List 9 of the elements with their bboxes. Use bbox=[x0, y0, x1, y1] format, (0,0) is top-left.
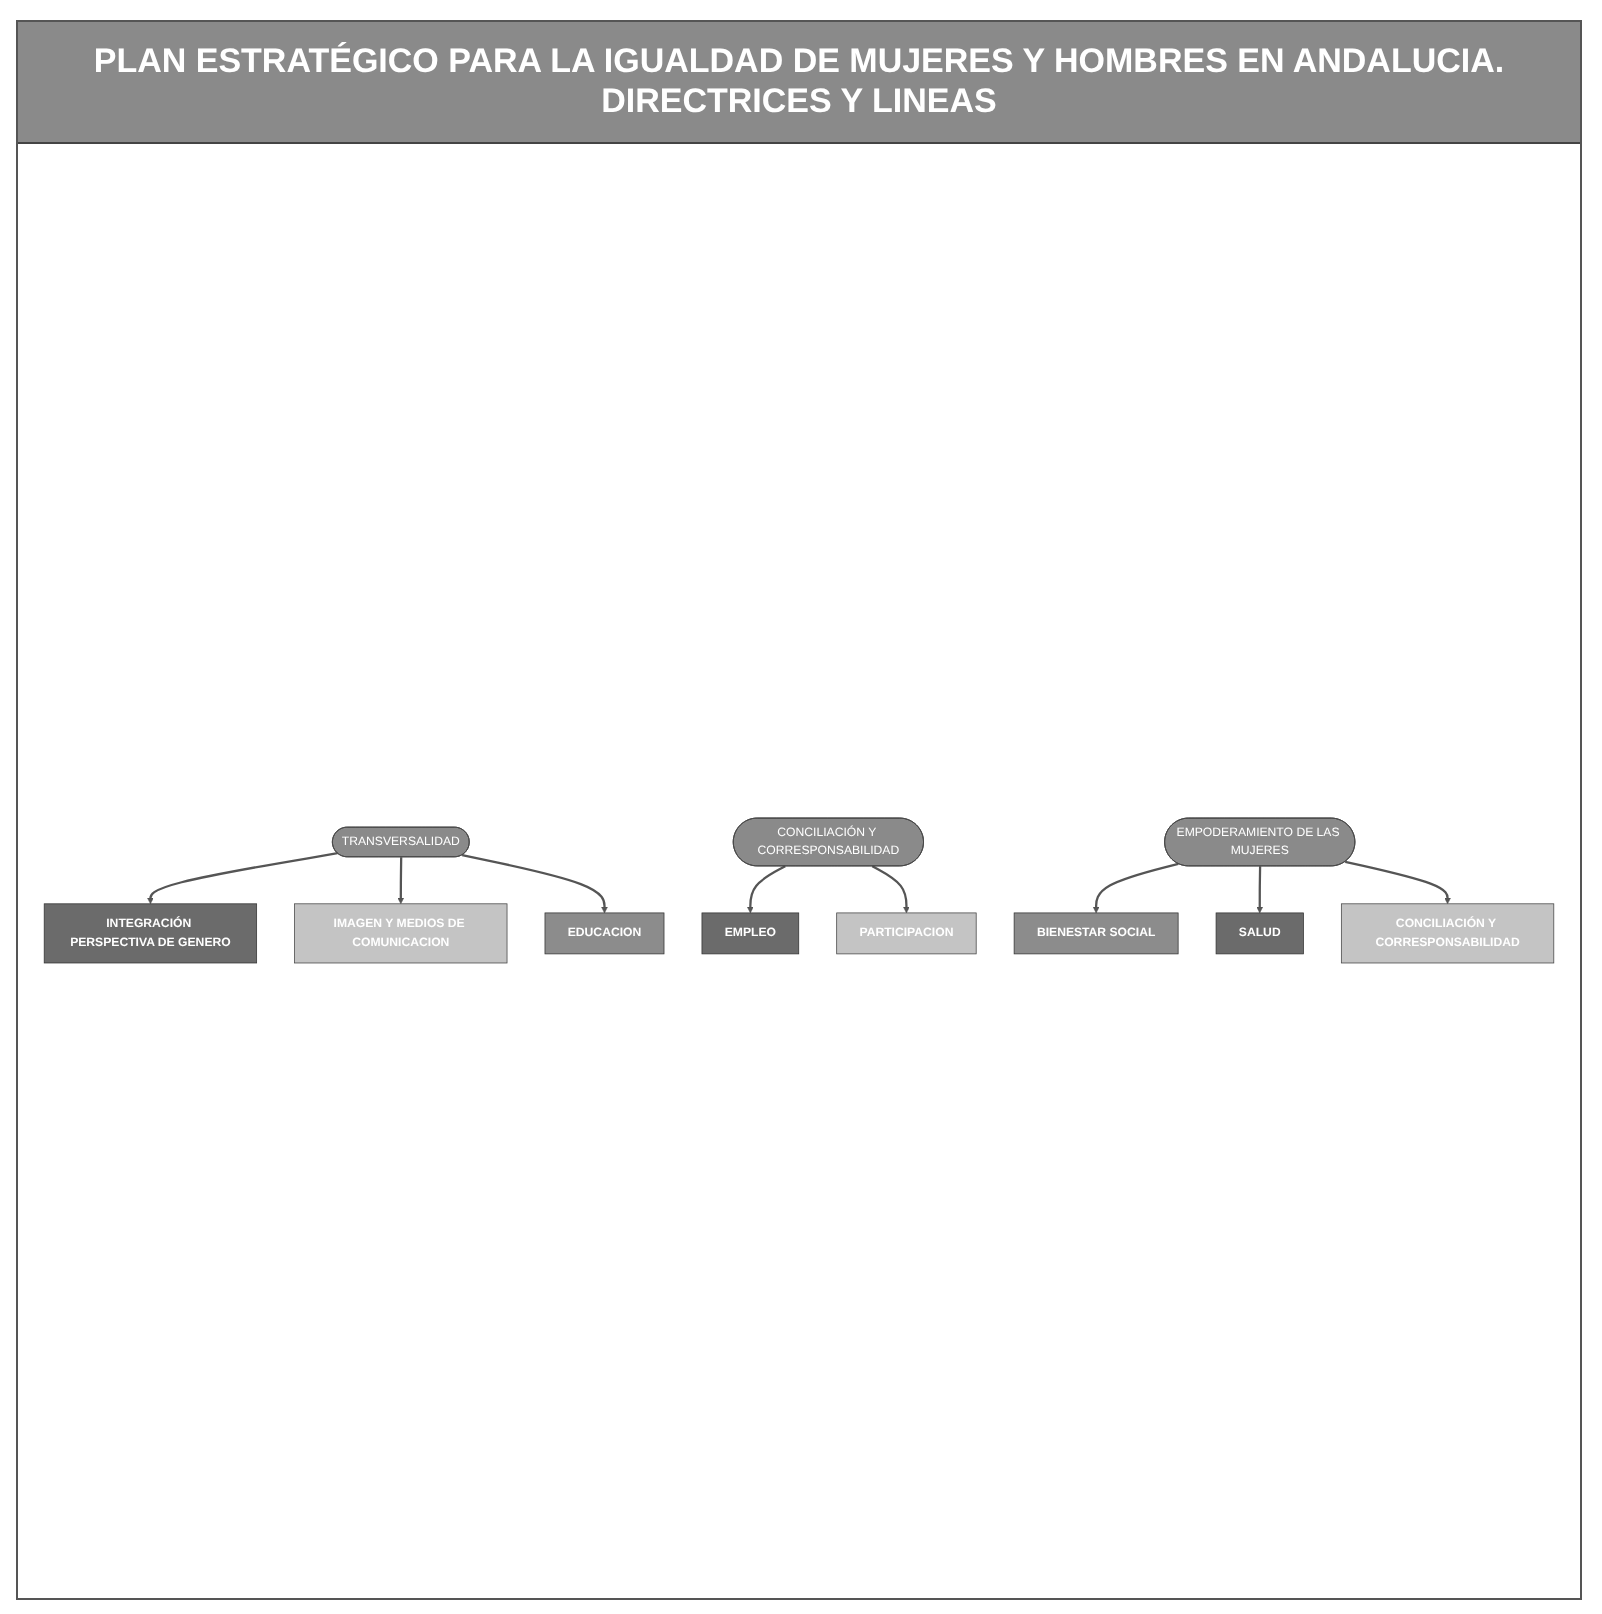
arrow bbox=[1345, 860, 1451, 904]
arrow bbox=[397, 856, 405, 904]
arrow bbox=[1092, 862, 1179, 913]
arrow bbox=[461, 853, 608, 913]
arrow bbox=[871, 864, 910, 913]
arrow bbox=[147, 851, 338, 904]
title-banner: PLAN ESTRATÉGICO PARA LA IGUALDAD DE MUJERES Y HOMBRES EN ANDALUCIA. DIRECTRICES Y LINEAS bbox=[18, 22, 1580, 144]
arrow bbox=[747, 864, 786, 913]
arrow bbox=[1256, 865, 1264, 913]
